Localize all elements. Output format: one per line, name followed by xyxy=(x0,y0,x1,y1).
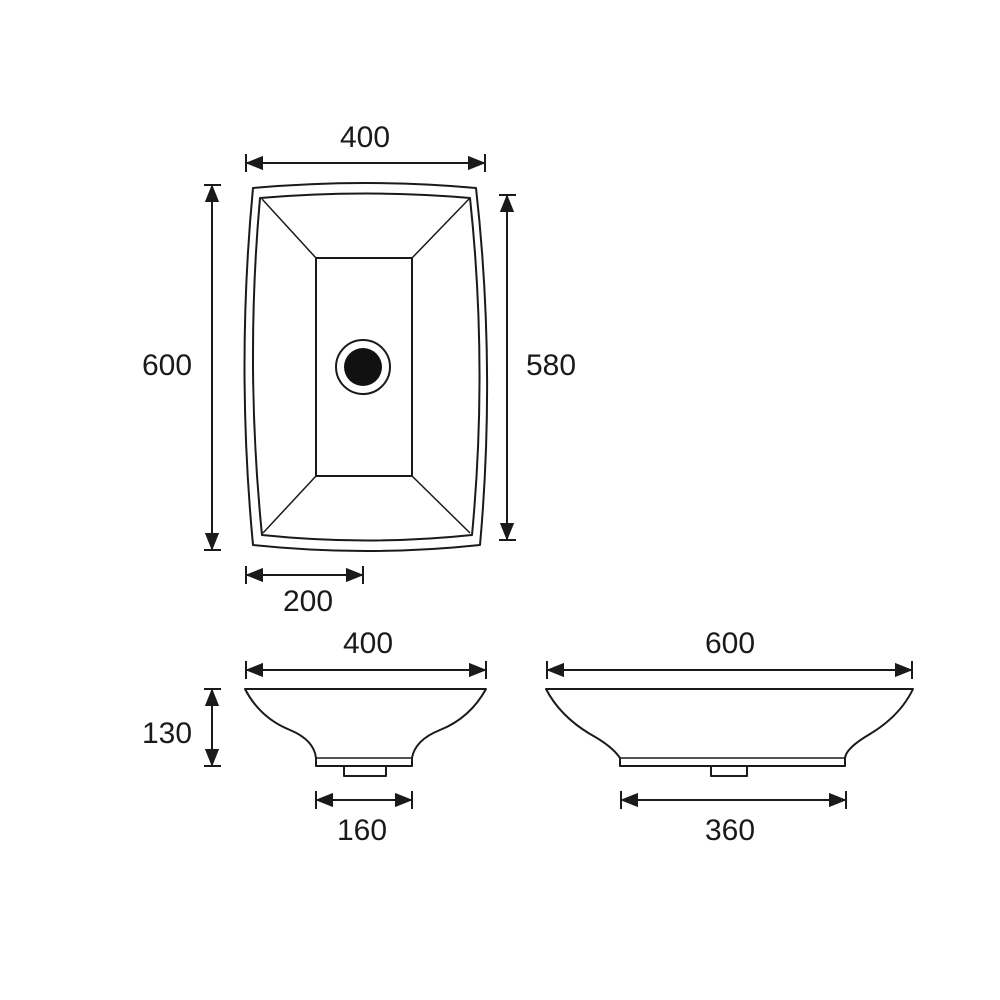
bevel-line-top-left xyxy=(261,198,317,259)
top-view: 400 600 580 200 xyxy=(142,121,576,618)
side-view-waste-stub xyxy=(710,765,748,777)
side-view-profile xyxy=(545,688,914,767)
front-height-label: 130 xyxy=(142,717,192,750)
half-width-label: 200 xyxy=(283,585,333,618)
bevel-line-top-right xyxy=(411,198,470,259)
inner-height-label: 580 xyxy=(526,349,576,382)
side-base-label: 360 xyxy=(705,814,755,847)
top-height-label: 600 xyxy=(142,349,192,382)
drain-hole xyxy=(344,348,382,386)
front-base-label: 160 xyxy=(337,814,387,847)
bevel-line-bottom-left xyxy=(262,475,317,534)
top-view-outer-rim xyxy=(243,182,489,552)
front-view-waste-stub xyxy=(343,765,387,777)
top-width-label: 400 xyxy=(340,121,390,154)
bevel-line-bottom-right xyxy=(411,475,471,534)
side-view: 600 360 xyxy=(545,627,914,847)
top-view-inner-rim xyxy=(251,192,481,542)
top-view-bowl-floor xyxy=(315,257,413,477)
front-width-label: 400 xyxy=(343,627,393,660)
side-width-label: 600 xyxy=(705,627,755,660)
front-view-profile xyxy=(244,688,487,767)
drain-ring xyxy=(335,339,391,395)
front-view: 400 130 160 xyxy=(142,627,487,847)
